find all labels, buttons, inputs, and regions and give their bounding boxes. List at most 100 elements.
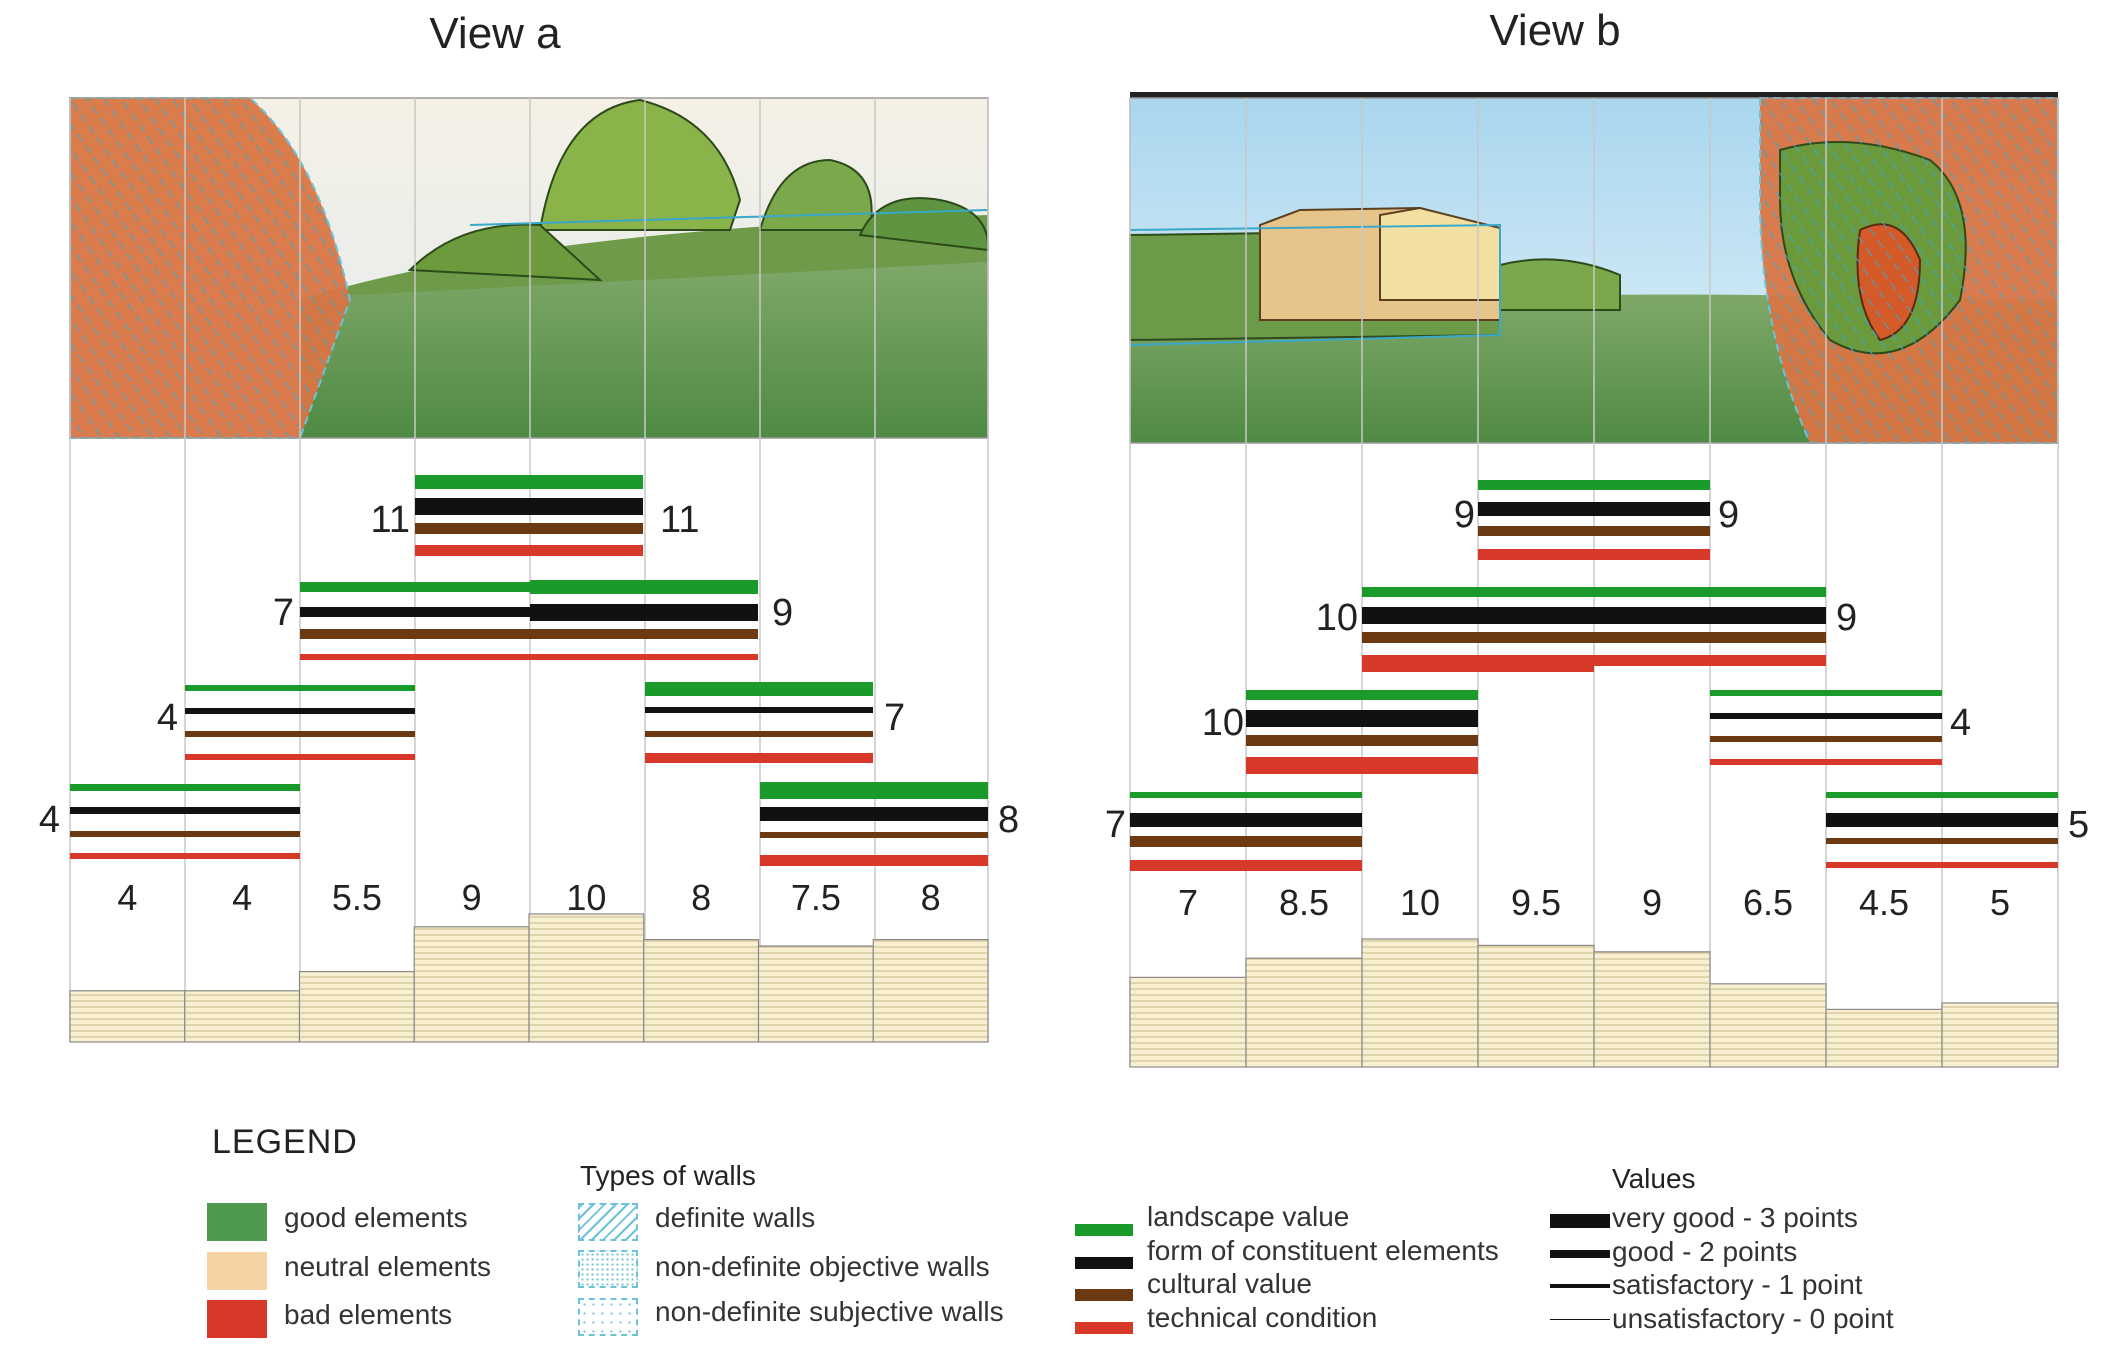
sector-value-label: 7 [1178, 882, 1198, 923]
view-b-scores: 7 5 10 4 10 9 9 9 [1105, 494, 2089, 846]
bar-technical-condition [1710, 759, 1942, 765]
bar-technical-condition [70, 853, 300, 859]
bar-technical-condition [760, 855, 988, 866]
dotted-wall-icon [578, 1250, 638, 1288]
bar-cultural-value [1710, 736, 1942, 742]
sector-value-label: 10 [1400, 882, 1440, 923]
legend-label: very good - 3 points [1612, 1202, 1858, 1233]
bar-landscape-value [300, 582, 530, 592]
sector-value-bar [1245, 957, 1363, 1068]
sector-value-bar [872, 938, 989, 1043]
bar-form-of-constituent-elements [1478, 502, 1710, 516]
very-good-line-icon [1550, 1214, 1610, 1228]
bar-form-of-constituent-elements [300, 607, 530, 617]
legend-title: LEGEND [212, 1123, 358, 1161]
bar-landscape-value [1362, 587, 1826, 597]
bad-elements-swatch [207, 1300, 267, 1338]
bar-form-of-constituent-elements [1710, 713, 1942, 719]
sector-value-bar [757, 945, 874, 1043]
bar-cultural-value [1478, 526, 1710, 536]
bar-form-of-constituent-elements [185, 708, 415, 714]
view-a-title: View a [429, 9, 561, 58]
score-label: 9 [1718, 494, 1739, 536]
sparse-dotted-wall-icon [578, 1298, 638, 1336]
sector-value-label: 9.5 [1511, 882, 1561, 923]
sector-value-label: 8 [921, 877, 941, 918]
bar-landscape-value [1710, 690, 1942, 696]
cultural-value-swatch [1075, 1289, 1133, 1301]
form-of-constituent-elements-swatch [1075, 1257, 1133, 1269]
legend-label: cultural value [1147, 1268, 1312, 1299]
legend-label: satisfactory - 1 point [1612, 1269, 1863, 1300]
bar-technical-condition [1362, 655, 1594, 672]
view-b-bars [1130, 480, 2058, 871]
score-label: 9 [1836, 597, 1857, 639]
score-label: 10 [1316, 597, 1358, 639]
bar-technical-condition [1246, 757, 1478, 774]
bar-form-of-constituent-elements [70, 807, 300, 814]
bar-technical-condition [1594, 655, 1826, 666]
bar-cultural-value [1826, 838, 2058, 844]
bar-technical-condition [1826, 862, 2058, 868]
legend-label: bad elements [284, 1299, 453, 1330]
view-a-bars [70, 475, 988, 866]
sector-value-label: 4.5 [1859, 882, 1909, 923]
bar-landscape-value [415, 475, 643, 489]
score-label: 4 [157, 697, 178, 739]
score-label: 9 [1454, 494, 1475, 536]
sector-value-label: 9 [1642, 882, 1662, 923]
view-a-grid [69, 98, 989, 1042]
sector-value-bar [1709, 983, 1827, 1068]
values-heading: Values [1612, 1163, 1696, 1194]
legend-label: form of constituent elements [1147, 1235, 1499, 1266]
bar-form-of-constituent-elements [1826, 813, 2058, 827]
bar-form-of-constituent-elements [1130, 813, 1362, 827]
bar-landscape-value [1246, 690, 1478, 700]
sector-value-label: 8.5 [1279, 882, 1329, 923]
sector-value-label: 5.5 [332, 877, 382, 918]
bar-technical-condition [1130, 860, 1362, 871]
sector-value-label: 10 [566, 877, 606, 918]
bar-cultural-value [1362, 632, 1826, 643]
legend-label: unsatisfactory - 0 point [1612, 1303, 1894, 1334]
bar-technical-condition [645, 753, 873, 763]
legend-label: non-definite subjective walls [655, 1296, 1004, 1327]
hatched-wall-icon [578, 1203, 638, 1241]
score-label: 7 [1105, 804, 1126, 846]
bar-cultural-value [300, 629, 758, 639]
legend-label: definite walls [655, 1202, 816, 1233]
legend-label: landscape value [1147, 1201, 1350, 1232]
sector-value-label: 8 [691, 877, 711, 918]
legend-label: good - 2 points [1612, 1236, 1798, 1267]
sector-value-bar [1593, 951, 1711, 1068]
sector-value-bar [643, 938, 760, 1043]
bar-form-of-constituent-elements [1246, 710, 1478, 727]
technical-condition-swatch [1075, 1322, 1133, 1334]
sector-value-bar [1129, 976, 1247, 1068]
sector-value-bar [1941, 1002, 2059, 1068]
satisfactory-line-icon [1550, 1284, 1610, 1288]
bar-technical-condition [415, 545, 643, 556]
bar-landscape-value [760, 782, 988, 799]
good-line-icon [1550, 1250, 1610, 1258]
sector-value-label: 7.5 [791, 877, 841, 918]
score-label: 8 [998, 799, 1019, 841]
sector-value-bar [69, 990, 186, 1043]
bar-form-of-constituent-elements [415, 498, 643, 515]
view-b-title: View b [1489, 6, 1620, 55]
legend-label: good elements [284, 1202, 468, 1233]
bar-cultural-value [70, 831, 300, 837]
score-label: 5 [2068, 804, 2089, 846]
bar-landscape-value [1826, 792, 2058, 798]
landscape-value-swatch [1075, 1224, 1133, 1236]
sector-value-bar [184, 990, 301, 1043]
sector-value-bar [528, 913, 645, 1043]
bar-cultural-value [1130, 836, 1362, 847]
bar-landscape-value [185, 685, 415, 691]
sector-value-label: 5 [1990, 882, 2010, 923]
